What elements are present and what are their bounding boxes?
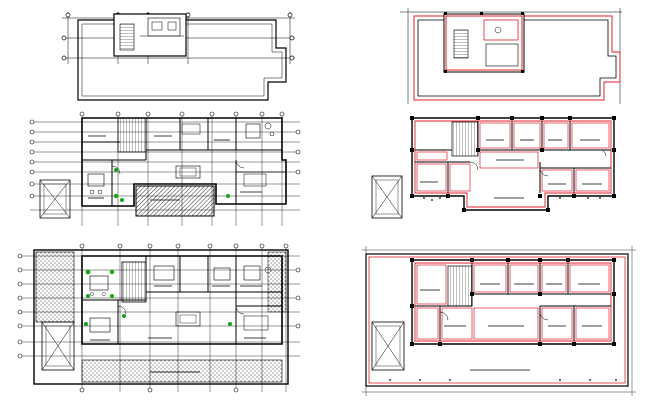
first-floor-black — [29, 111, 301, 226]
roof-plan-black — [61, 12, 295, 101]
ground-floor-black — [17, 243, 301, 393]
first-floor-red — [371, 116, 616, 219]
roof-plan-red — [400, 8, 622, 104]
ground-floor-red — [362, 246, 636, 396]
